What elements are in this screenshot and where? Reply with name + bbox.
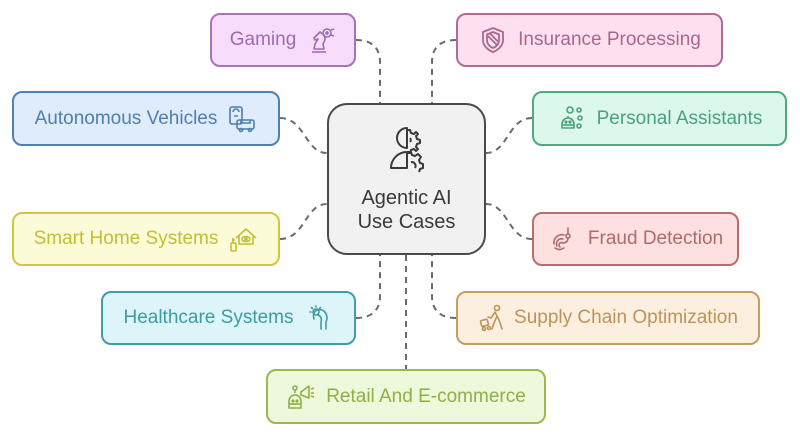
node-assistants-label: Personal Assistants [596, 107, 763, 129]
node-healthcare: Healthcare Systems [101, 291, 356, 345]
connector-healthcare [355, 255, 381, 319]
center-node: Agentic AI Use Cases [327, 103, 486, 255]
connector-supply [431, 255, 457, 319]
megaphone-robot-icon [288, 384, 315, 409]
chess-knight-icon [312, 28, 335, 53]
connector-gaming [355, 39, 381, 103]
center-title-line2: Use Cases [357, 211, 456, 233]
fingerprint-icon [553, 227, 571, 251]
node-gaming: Gaming [210, 13, 356, 67]
node-autonomous-label: Autonomous Vehicles [34, 107, 218, 129]
node-fraud: Fraud Detection [532, 212, 739, 266]
center-title-line1: Agentic AI [361, 187, 452, 209]
agent-gear-icon [389, 127, 424, 173]
connector-autonomous [279, 117, 328, 154]
node-gaming-label: Gaming [229, 29, 297, 50]
node-fraud-label: Fraud Detection [587, 228, 724, 249]
node-smarthome: Smart Home Systems [12, 212, 280, 266]
shield-icon [482, 27, 505, 53]
healthcare-hand-icon [308, 305, 328, 330]
node-healthcare-label: Healthcare Systems [123, 307, 294, 328]
delivery-worker-icon [479, 304, 503, 332]
node-insurance: Insurance Processing [456, 13, 723, 67]
connector-fraud [485, 203, 533, 240]
node-autonomous: Autonomous Vehicles [12, 91, 280, 146]
node-supply-label: Supply Chain Optimization [514, 307, 738, 328]
connector-insurance [431, 39, 457, 103]
node-retail-label: Retail And E-commerce [326, 385, 526, 407]
smart-home-icon [230, 228, 257, 252]
node-supply: Supply Chain Optimization [456, 291, 760, 345]
node-retail: Retail And E-commerce [266, 369, 546, 424]
connector-assistants [485, 117, 533, 154]
node-insurance-label: Insurance Processing [518, 29, 701, 50]
robot-assistant-icon [560, 105, 583, 129]
connector-smarthome [279, 203, 328, 240]
node-smarthome-label: Smart Home Systems [33, 228, 219, 249]
node-assistants: Personal Assistants [532, 91, 787, 146]
vehicle-icon [229, 105, 256, 132]
